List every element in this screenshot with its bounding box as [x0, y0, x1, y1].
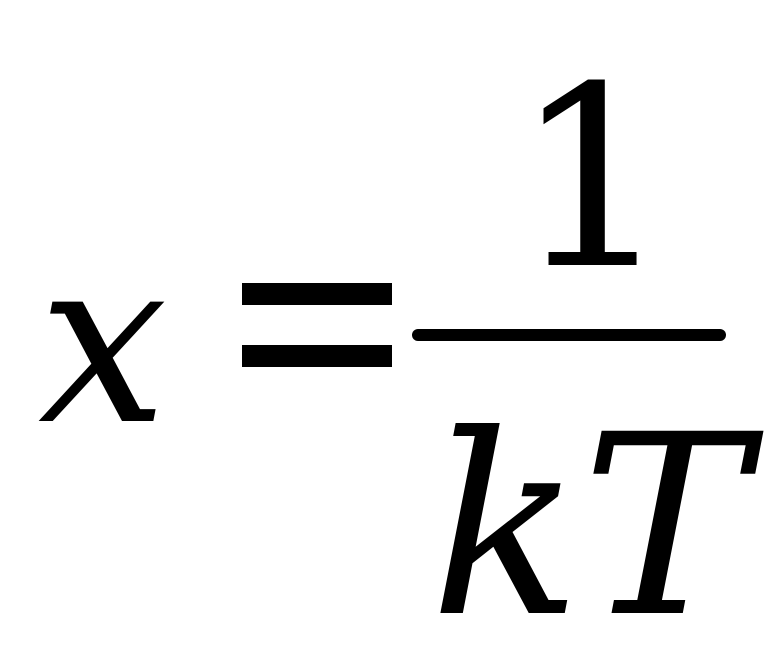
fraction-denominator: kT — [430, 381, 749, 672]
equals-bar-top — [242, 283, 392, 305]
equals-bar-bottom — [242, 345, 392, 367]
fraction-numerator: 1 — [513, 33, 673, 324]
fraction-bar — [412, 329, 726, 341]
variable-x: x — [38, 209, 168, 476]
formula: x 1 kT — [38, 33, 749, 672]
